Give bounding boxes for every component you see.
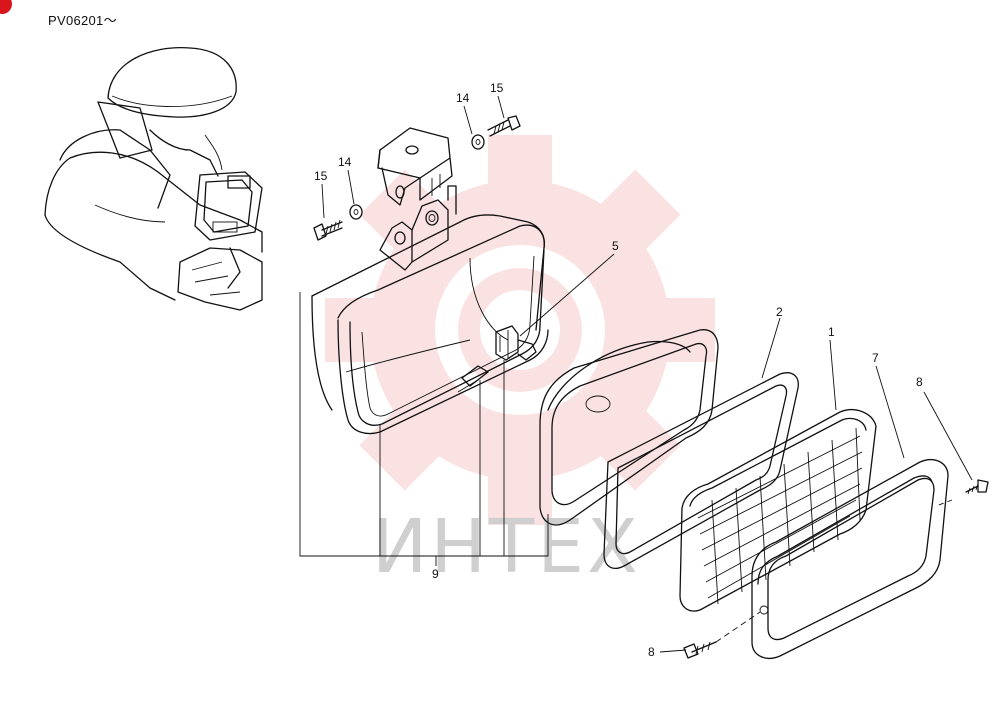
screw-upper xyxy=(965,479,989,495)
callout-7: 7 xyxy=(872,351,879,365)
lens xyxy=(679,409,877,612)
mounting-bracket xyxy=(377,127,457,271)
rim xyxy=(751,459,949,659)
callout-15-right: 15 xyxy=(490,81,504,95)
callout-14-right: 14 xyxy=(456,91,470,105)
bolt-left xyxy=(313,219,343,241)
tractor-locator-sketch xyxy=(44,47,263,311)
callout-2: 2 xyxy=(776,305,783,319)
lamp-housing xyxy=(311,214,549,435)
callout-8-lower: 8 xyxy=(648,645,655,659)
reflector xyxy=(539,329,719,526)
callout-1: 1 xyxy=(828,325,835,339)
leader-lines xyxy=(299,95,973,653)
screw-lower xyxy=(683,641,717,659)
washer-right xyxy=(471,134,485,150)
callout-15-left: 15 xyxy=(314,169,328,183)
callout-8-upper: 8 xyxy=(916,375,923,389)
watermark-text: ИНТЕХ xyxy=(372,504,641,590)
corner-badge xyxy=(0,0,12,14)
callout-14-left: 14 xyxy=(338,155,352,169)
washer-left xyxy=(349,204,363,220)
bulb-socket xyxy=(495,325,537,361)
callout-5: 5 xyxy=(612,239,619,253)
callout-9: 9 xyxy=(432,567,439,581)
watermark-gear-logo xyxy=(325,135,715,525)
bolt-right xyxy=(487,115,521,137)
serial-range-label: PV06201～ xyxy=(48,13,117,28)
gasket xyxy=(603,372,799,569)
